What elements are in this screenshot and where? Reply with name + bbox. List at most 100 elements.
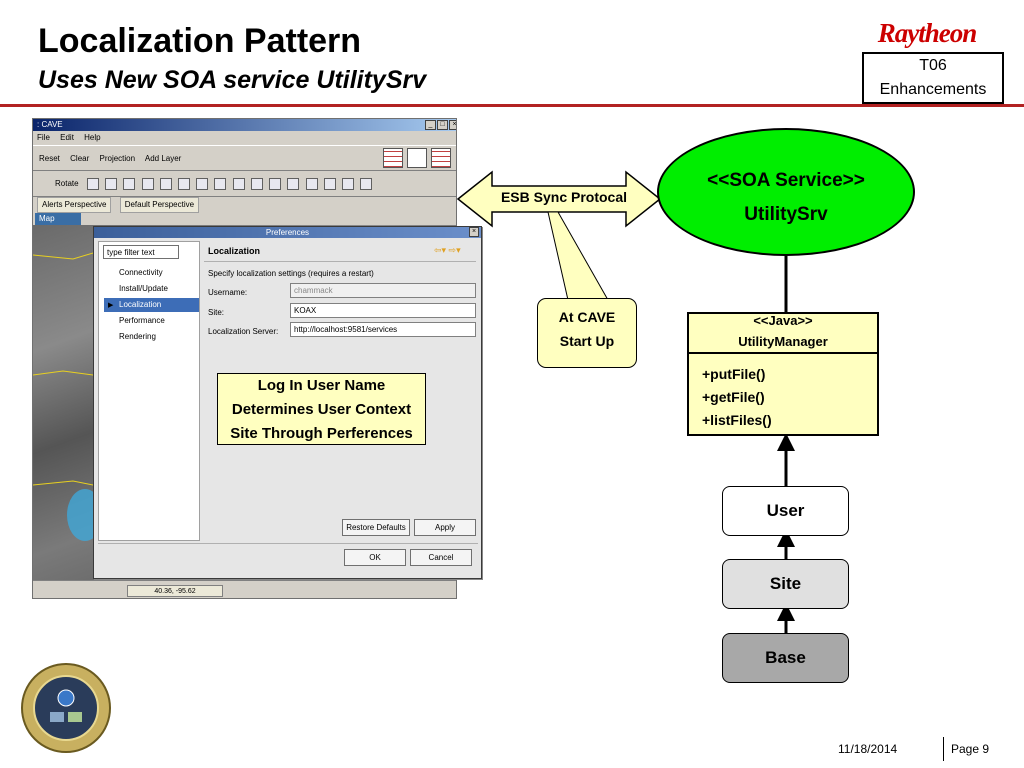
at-cave-line2: Start Up (559, 333, 615, 349)
cave-toolbar: Reset Clear Projection Add Layer (33, 145, 456, 171)
at-cave-line1: At CAVE (558, 309, 616, 325)
tree-item-install-update[interactable]: Install/Update (119, 284, 168, 293)
heading-divider (204, 261, 476, 262)
restore-defaults-button[interactable]: Restore Defaults (342, 519, 410, 536)
raytheon-logo: Raytheon (877, 18, 978, 48)
slide-subtitle: Uses New SOA service UtilitySrv (38, 66, 427, 94)
class-name: UtilityManager (738, 334, 828, 349)
login-callout-line2: Determines User Context (231, 401, 412, 418)
rectangle-icon[interactable] (323, 177, 336, 190)
login-callout-line1: Log In User Name (257, 377, 386, 394)
service-stereotype: <<SOA Service>> (707, 170, 865, 191)
dialog-close-icon[interactable]: × (469, 227, 479, 237)
navigation-arrows-icon[interactable]: ⇦▾ ⇨▾ (434, 245, 461, 255)
project-label-box: T06 Enhancements (862, 52, 1004, 104)
expand-arrow-icon[interactable]: ▶ (108, 302, 114, 309)
clear-button[interactable]: Clear (70, 154, 90, 163)
partnership-seal-icon (21, 663, 111, 753)
pencil-icon[interactable] (287, 177, 300, 190)
site-field[interactable] (290, 303, 476, 318)
maximize-icon[interactable]: □ (437, 120, 448, 130)
at-cave-note: At CAVE Start Up (537, 298, 637, 368)
method-putfile: +putFile() (702, 366, 766, 382)
crosshair-icon[interactable] (407, 148, 427, 168)
project-label-line1: T06 (919, 57, 947, 74)
page-icon[interactable] (250, 177, 263, 190)
tree-item-performance[interactable]: Performance (119, 316, 165, 325)
page-description: Specify localization settings (requires … (208, 269, 374, 278)
cancel-button[interactable]: Cancel (410, 549, 472, 566)
cursor-coordinates: 40.36, -95.62 (127, 585, 223, 597)
projection-button[interactable]: Projection (99, 154, 136, 163)
cave-toolbar-secondary: Rotate (33, 171, 456, 197)
base-level-box: Base (722, 633, 849, 683)
server-label: Localization Server: (208, 327, 279, 336)
tree-item-localization[interactable]: Localization (104, 298, 199, 312)
menu-help[interactable]: Help (84, 133, 101, 142)
apply-button[interactable]: Apply (414, 519, 476, 536)
username-field[interactable] (290, 283, 476, 298)
preferences-dialog: Preferences × Connectivity Install/Updat… (93, 226, 482, 579)
reset-button[interactable]: Reset (39, 154, 60, 163)
at-cave-pointer (547, 211, 609, 301)
method-getfile: +getFile() (702, 389, 765, 405)
service-name: UtilitySrv (744, 204, 828, 225)
class-header (687, 312, 879, 354)
tree-item-rendering[interactable]: Rendering (119, 332, 156, 341)
footer-date: 11/18/2014 (838, 742, 898, 756)
map-tab[interactable]: Map (35, 213, 81, 225)
username-label: Username: (208, 288, 248, 297)
cave-menubar: File Edit Help (33, 131, 456, 145)
class-stereotype: <<Java>> (753, 313, 813, 328)
globe-icon[interactable] (342, 177, 355, 190)
stack-icon[interactable] (214, 177, 227, 190)
zoom-icon[interactable] (86, 177, 99, 190)
filter-input[interactable] (103, 245, 179, 259)
login-callout: Log In User Name Determines User Context… (217, 373, 426, 445)
table-icon[interactable] (431, 148, 451, 168)
method-listfiles: +listFiles() (702, 412, 772, 428)
last-frame-icon[interactable] (196, 177, 209, 190)
footer-page-number: Page 9 (951, 742, 990, 756)
preference-tree-panel: Connectivity Install/Update Localization… (98, 241, 200, 541)
site-label: Site: (208, 308, 225, 317)
minimize-icon[interactable]: _ (425, 120, 436, 130)
first-frame-icon[interactable] (141, 177, 154, 190)
slide-title: Localization Pattern (38, 22, 362, 60)
perspective-bar: Alerts Perspective Default Perspective (33, 197, 456, 213)
draw-icon[interactable] (269, 177, 282, 190)
close-icon[interactable]: × (449, 120, 456, 130)
title-divider (0, 104, 1024, 107)
login-callout-line3: Site Through Perferences (230, 425, 413, 442)
menu-edit[interactable]: Edit (60, 133, 74, 142)
rotate-label[interactable]: Rotate (55, 179, 79, 188)
line-icon[interactable] (305, 177, 318, 190)
project-label-line2: Enhancements (879, 81, 987, 98)
soa-service-oval (657, 128, 915, 256)
utility-manager-class (687, 312, 879, 436)
buttons-divider (98, 543, 478, 544)
esb-label: ESB Sync Protocal (500, 189, 628, 205)
default-perspective-tab[interactable]: Default Perspective (119, 197, 200, 213)
previous-frame-icon[interactable] (159, 177, 172, 190)
menu-file[interactable]: File (37, 133, 50, 142)
footer-divider (943, 737, 944, 761)
grid-icon[interactable] (383, 148, 403, 168)
user-level-box: User (722, 486, 849, 536)
loop-icon[interactable] (123, 177, 136, 190)
smiley-icon[interactable] (232, 177, 245, 190)
page-heading: Localization (208, 246, 261, 256)
preferences-titlebar: Preferences (94, 227, 481, 238)
server-field[interactable] (290, 322, 476, 337)
add-layer-button[interactable]: Add Layer (144, 154, 182, 163)
alerts-perspective-tab[interactable]: Alerts Perspective (37, 197, 112, 213)
site-level-box: Site (722, 559, 849, 609)
tree-item-connectivity[interactable]: Connectivity (119, 268, 163, 277)
cave-statusbar: 40.36, -95.62 (33, 580, 456, 598)
cave-titlebar: : CAVE (33, 119, 456, 131)
frame-icon[interactable] (105, 177, 118, 190)
ok-button[interactable]: OK (344, 549, 406, 566)
trash-icon[interactable] (360, 177, 373, 190)
next-frame-icon[interactable] (177, 177, 190, 190)
